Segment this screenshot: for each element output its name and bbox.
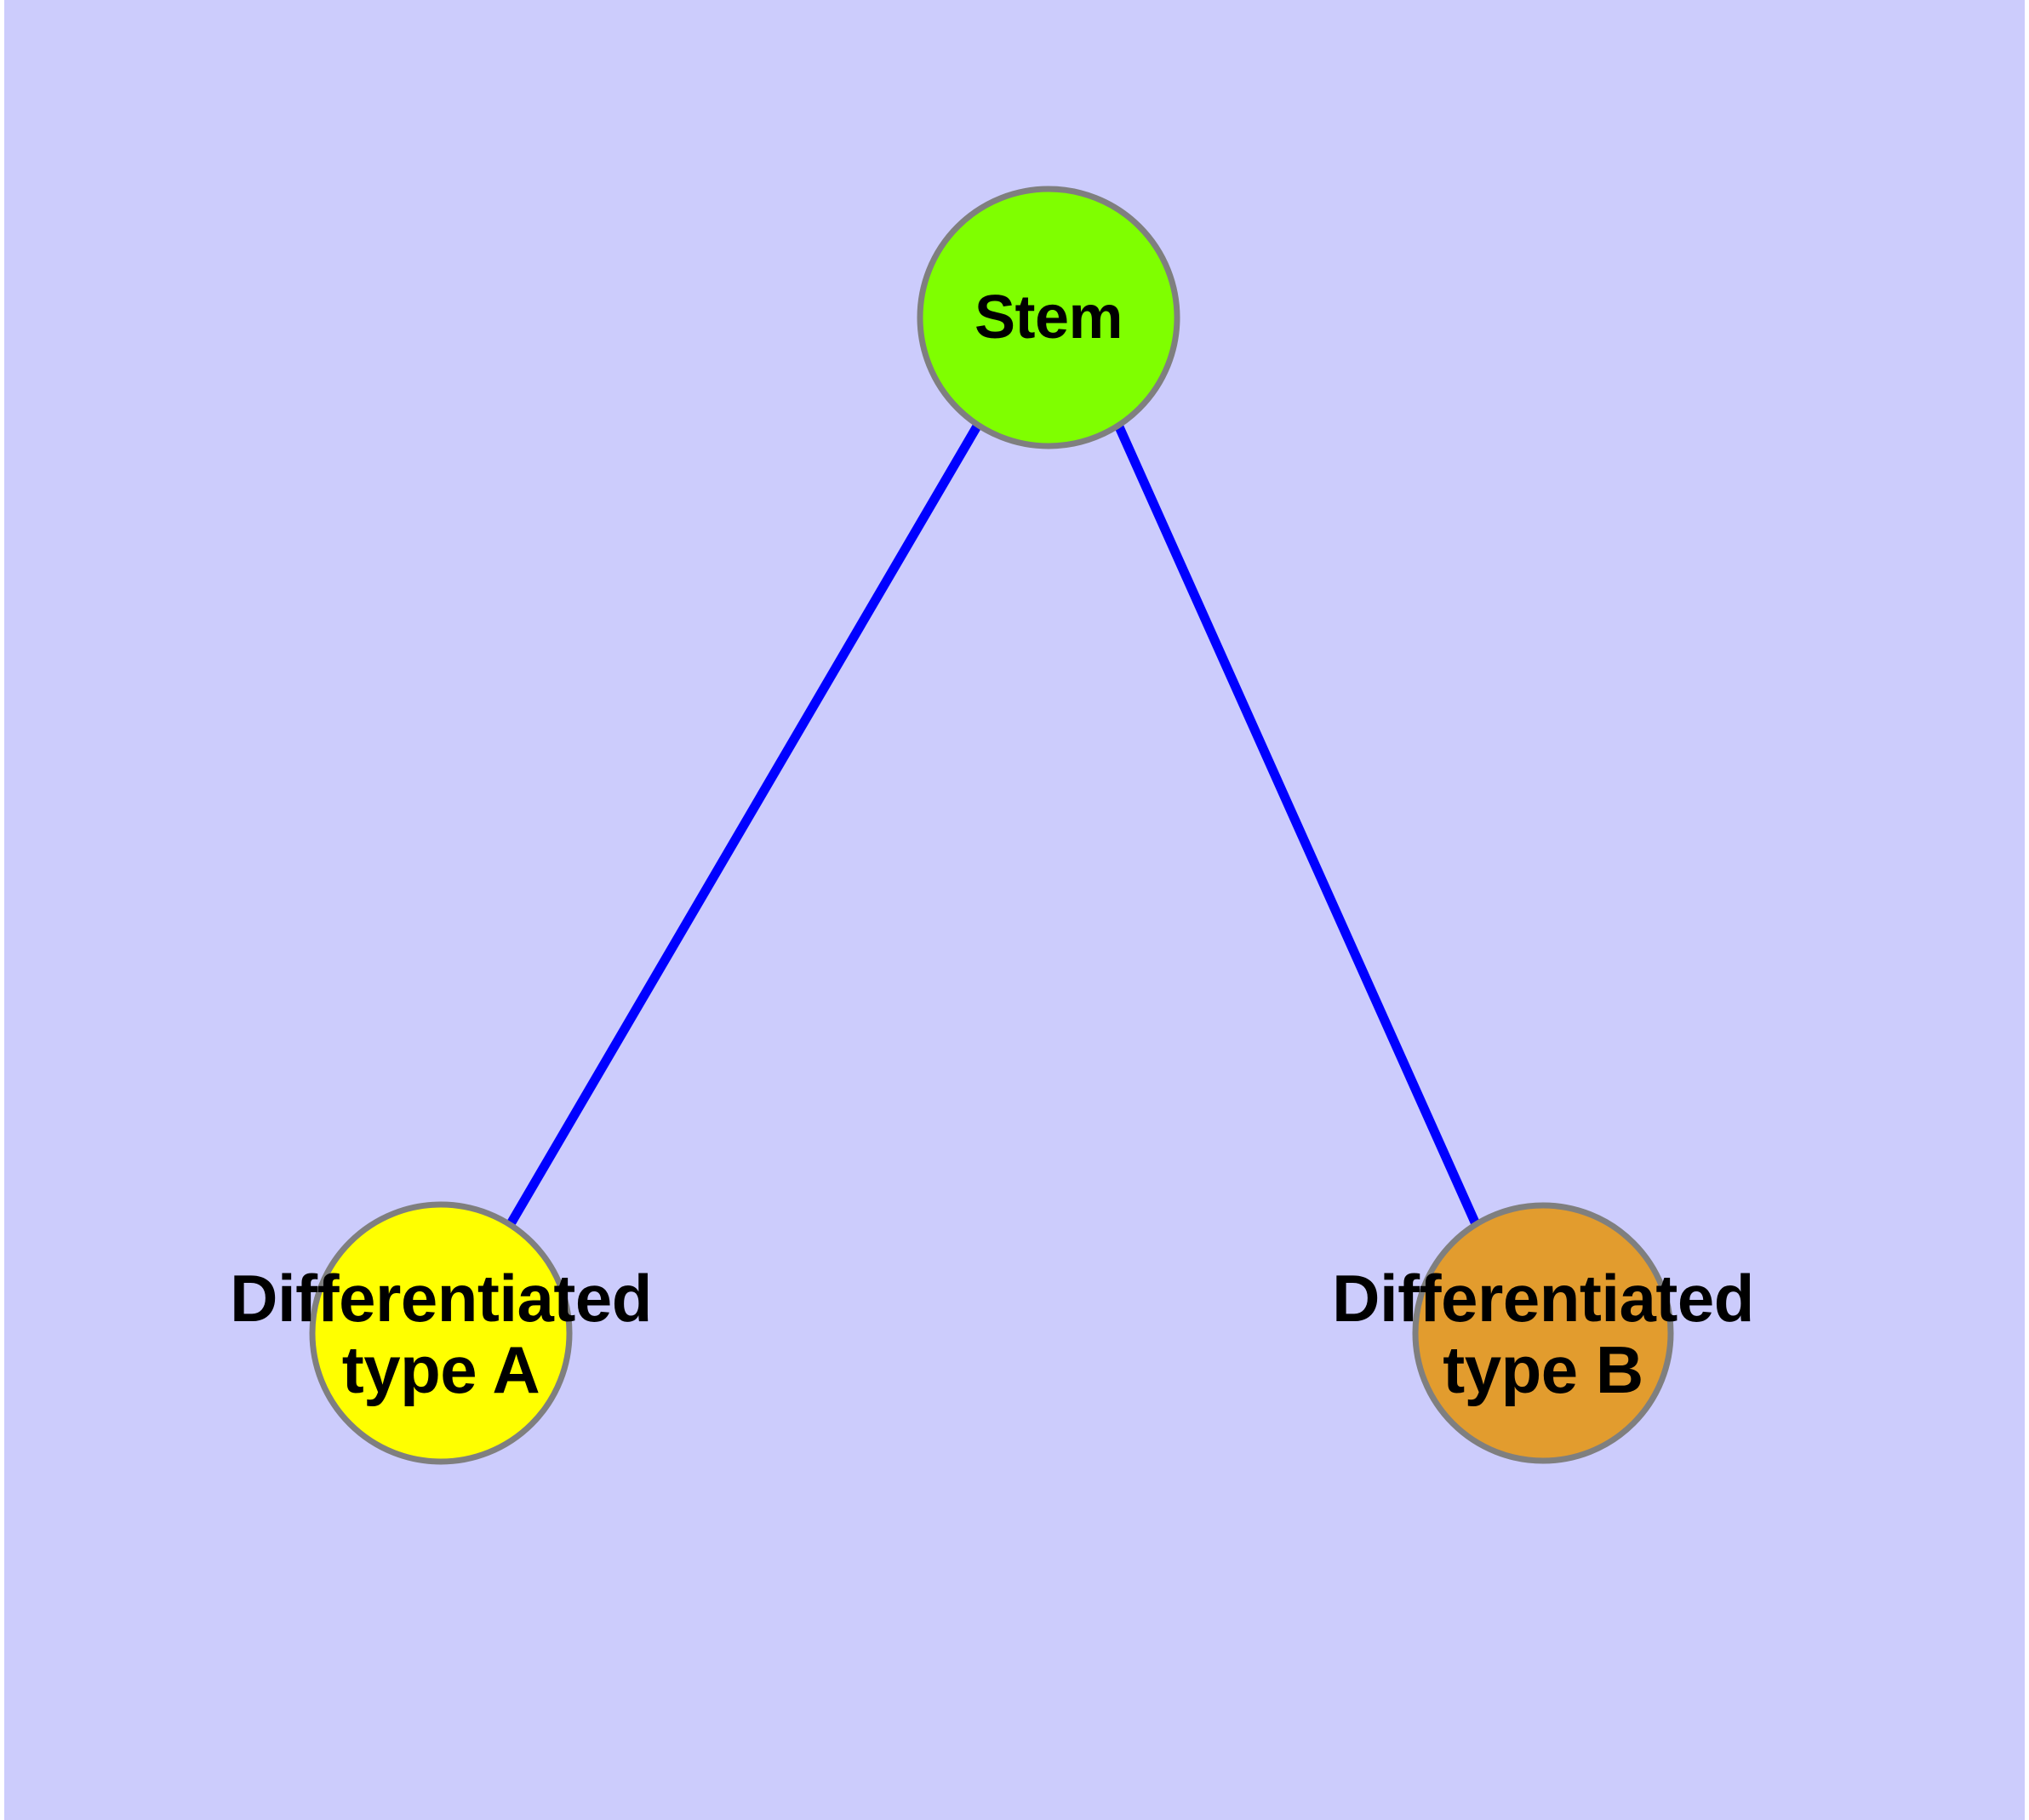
node-stem[interactable] <box>917 186 1180 449</box>
edge-layer <box>507 421 1481 1227</box>
node-differentiated-type-a[interactable] <box>309 1201 573 1465</box>
edge-stem-to-diff-b[interactable] <box>1112 421 1481 1227</box>
node-layer <box>309 186 1674 1465</box>
edge-stem-to-diff-a[interactable] <box>507 422 982 1225</box>
node-differentiated-type-b[interactable] <box>1412 1202 1674 1464</box>
